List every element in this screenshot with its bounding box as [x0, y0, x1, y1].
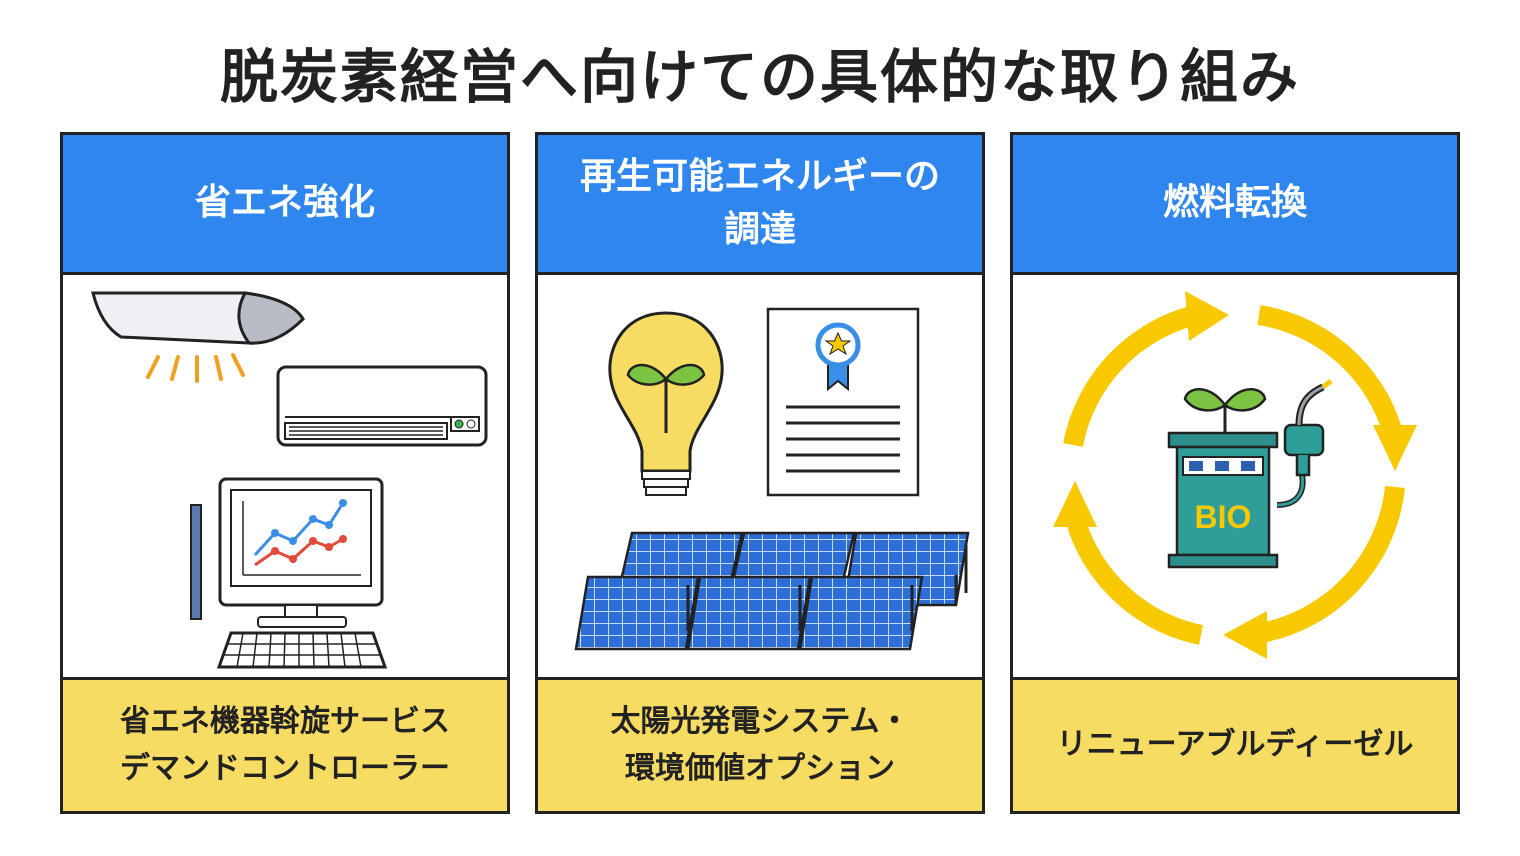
solar-panels-icon	[574, 531, 970, 651]
certificate-icon	[766, 307, 920, 497]
card-fuel-conversion: 燃料転換	[1010, 132, 1460, 814]
card-footer: 省エネ機器斡旋サービス デマンドコントローラー	[63, 677, 507, 811]
header-line: 調達	[723, 208, 796, 250]
card-footer: リニューアブルディーゼル	[1013, 677, 1457, 811]
footer-line: 環境価値オプション	[625, 750, 895, 786]
recycle-arrows-icon	[1063, 305, 1405, 645]
card-energy-saving: 省エネ強化	[60, 132, 510, 814]
card-illustration	[538, 275, 982, 677]
bio-label: BIO	[1195, 499, 1252, 535]
footer-line: デマンドコントローラー	[120, 750, 450, 786]
card-header: 省エネ強化	[63, 135, 507, 275]
lightbulb-sprout-icon	[608, 311, 724, 496]
card-footer: 太陽光発電システム・ 環境価値オプション	[538, 677, 982, 811]
page-title: 脱炭素経営へ向けての具体的な取り組み	[219, 43, 1300, 111]
card-illustration: BIO	[1013, 275, 1457, 677]
air-conditioner-icon	[276, 365, 488, 447]
footer-line: 太陽光発電システム・	[610, 704, 910, 739]
computer-monitor-icon	[190, 477, 388, 669]
ceiling-light-icon	[91, 291, 305, 383]
card-header: 再生可能エネルギーの 調達	[538, 135, 982, 275]
card-header: 燃料転換	[1013, 135, 1457, 275]
header-line: 再生可能エネルギーの	[579, 156, 940, 198]
footer-line: リニューアブルディーゼル	[1056, 727, 1414, 763]
arrow-heads	[1053, 291, 1417, 659]
card-renewable-energy: 再生可能エネルギーの 調達	[535, 132, 985, 814]
bio-fuel-pump-icon: BIO	[1167, 379, 1333, 569]
footer-line: 省エネ機器斡旋サービス	[120, 704, 450, 739]
card-illustration	[63, 275, 507, 677]
